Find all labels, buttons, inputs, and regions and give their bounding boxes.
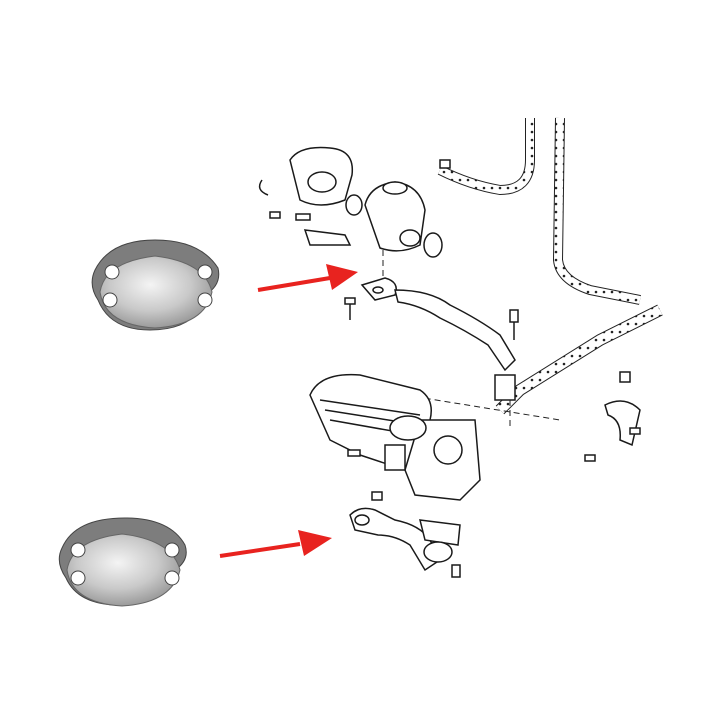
arrow-lower bbox=[219, 530, 332, 558]
arrow-upper bbox=[257, 264, 358, 292]
lower-blanking-plate bbox=[58, 517, 187, 607]
lower-egr-cooler bbox=[309, 371, 641, 578]
dotted-hoses bbox=[437, 117, 663, 415]
upper-egr-valve bbox=[258, 146, 519, 401]
upper-blanking-plate bbox=[91, 239, 220, 331]
